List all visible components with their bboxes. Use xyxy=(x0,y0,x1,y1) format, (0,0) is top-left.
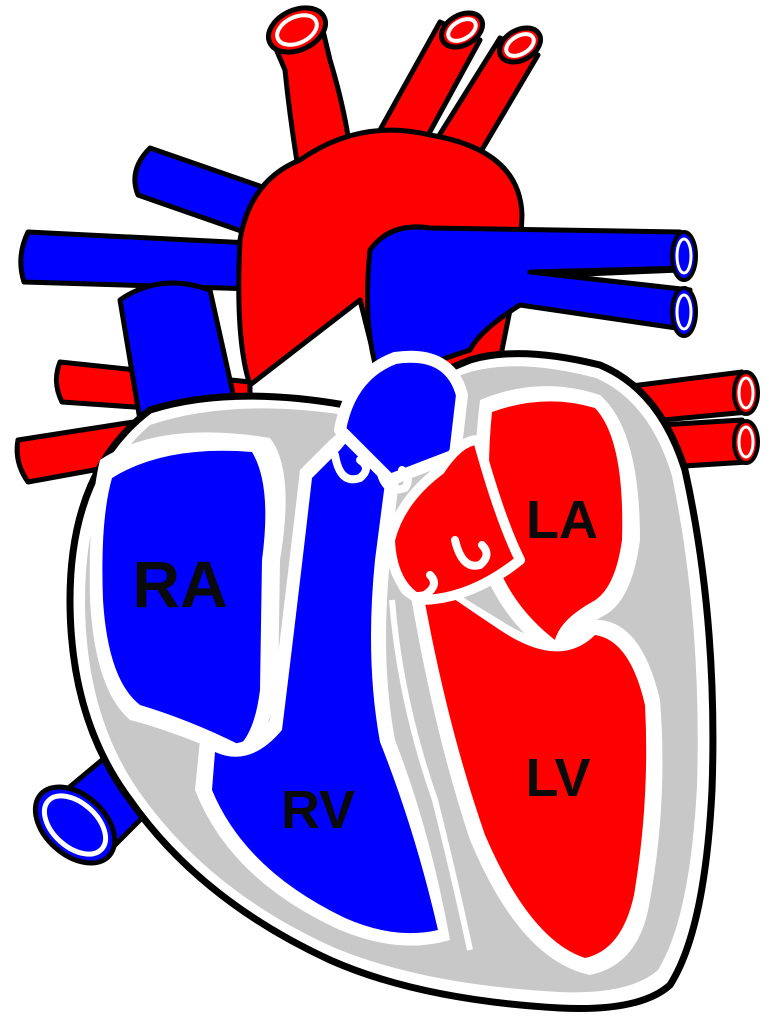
heart-body xyxy=(70,354,713,1009)
label-right-atrium: RA xyxy=(132,547,227,621)
label-left-ventricle: LV xyxy=(526,748,591,808)
label-left-atrium: LA xyxy=(526,490,598,550)
label-right-ventricle: RV xyxy=(281,780,355,840)
